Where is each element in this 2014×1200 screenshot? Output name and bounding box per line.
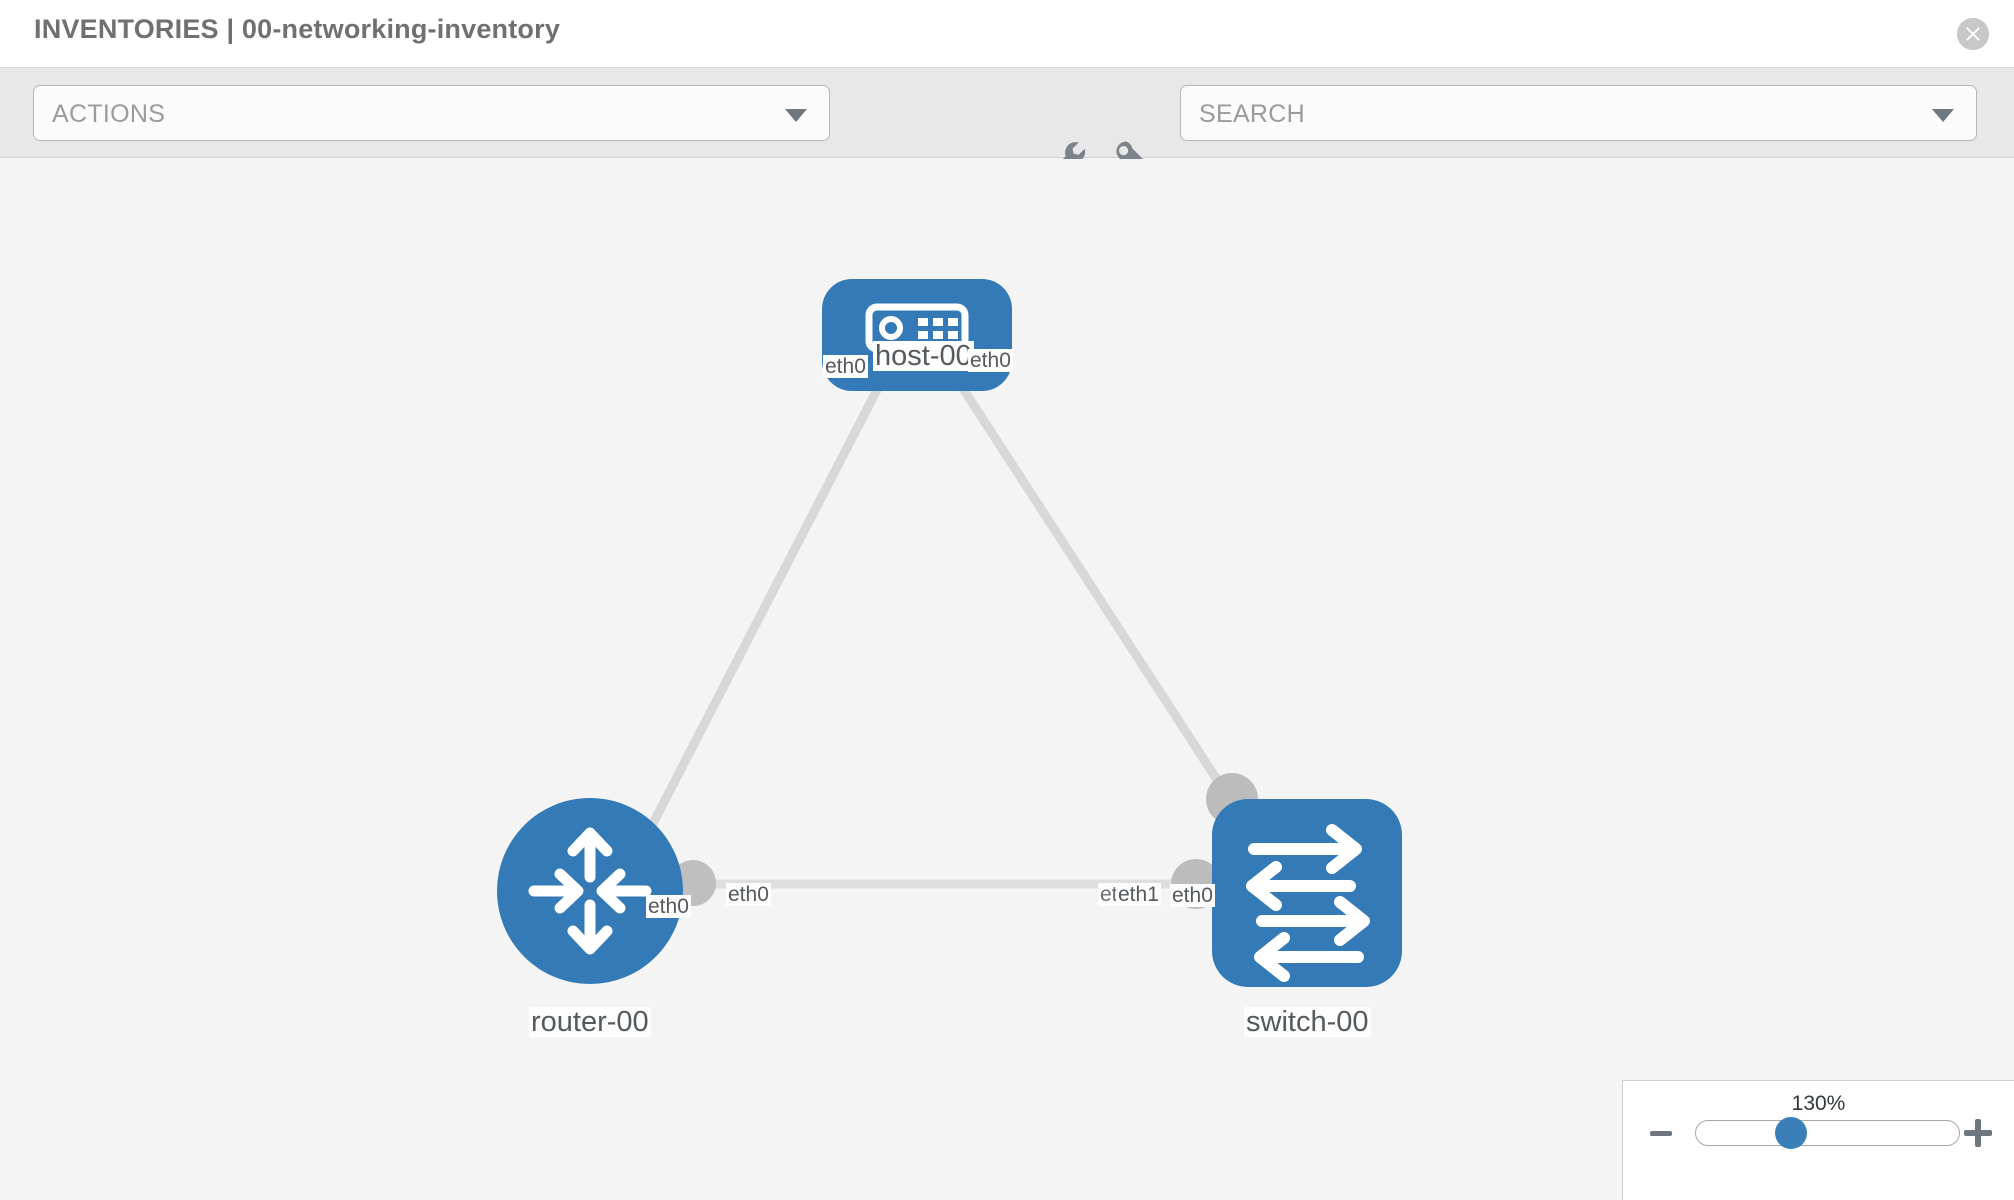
node-router-00-shape	[497, 798, 683, 984]
chevron-down-icon	[785, 109, 807, 122]
edge-label-switch-eth1: eth1	[1116, 883, 1161, 907]
actions-dropdown[interactable]: ACTIONS	[33, 85, 830, 141]
zoom-control-panel: 130%	[1622, 1080, 2014, 1200]
page-header: INVENTORIES | 00-networking-inventory	[0, 0, 2014, 68]
key-icon[interactable]	[1108, 134, 1152, 178]
zoom-slider-thumb[interactable]	[1775, 1117, 1807, 1149]
actions-dropdown-label: ACTIONS	[52, 100, 166, 128]
edge-label-router-to-host: eth0	[646, 895, 691, 919]
router-arrows-icon	[528, 827, 652, 955]
zoom-slider-track[interactable]	[1695, 1120, 1960, 1146]
node-label-switch-00: switch-00	[1244, 1006, 1371, 1038]
topology-edges	[628, 381, 1266, 889]
edge-label-host-to-router: eth0	[823, 355, 868, 379]
topology-graph	[497, 279, 1402, 987]
minus-icon[interactable]	[1650, 1131, 1672, 1136]
node-switch-00	[1212, 799, 1402, 987]
topology-canvas[interactable]: host-00 router-00 switch-00 eth0 eth0 et…	[0, 159, 2014, 1200]
node-label-host-00: host-00	[873, 340, 974, 372]
node-router-00	[497, 798, 683, 984]
search-input[interactable]: SEARCH	[1180, 85, 1977, 141]
edge-label-router-eth0: eth0	[726, 883, 771, 907]
edge-label-switch-to-host: eth0	[1170, 884, 1215, 908]
toolbar: ACTIONS SEARCH	[0, 68, 2014, 175]
chevron-down-icon[interactable]	[1932, 109, 1954, 122]
edge-host-router	[628, 381, 884, 867]
switch-arrows-icon	[1246, 824, 1370, 982]
zoom-level-value: 130%	[1791, 1092, 1846, 1115]
node-label-router-00: router-00	[529, 1006, 651, 1038]
search-placeholder: SEARCH	[1199, 100, 1305, 128]
page-title: INVENTORIES | 00-networking-inventory	[34, 14, 561, 44]
close-icon[interactable]	[1957, 18, 1989, 50]
plus-icon[interactable]	[1964, 1119, 1992, 1147]
edge-label-host-to-switch: eth0	[968, 349, 1013, 373]
edge-host-switch	[956, 381, 1266, 852]
